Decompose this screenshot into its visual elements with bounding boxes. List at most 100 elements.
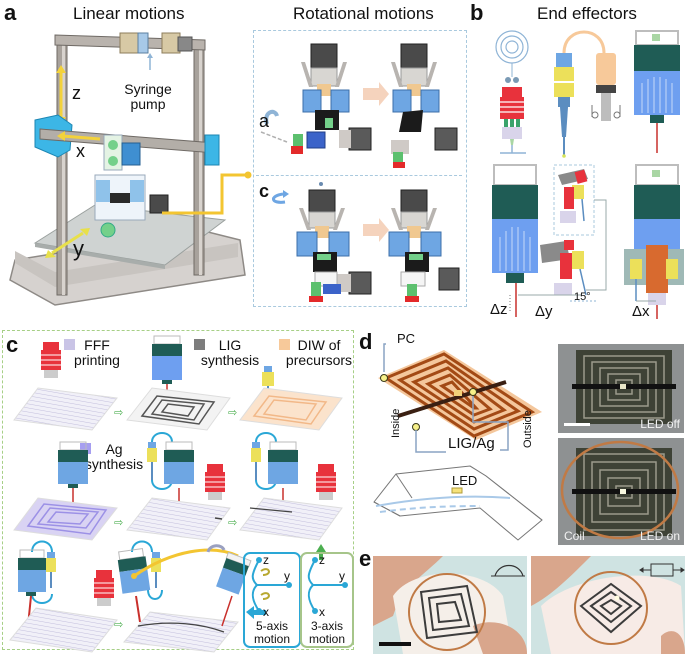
rotational-c-illustration (272, 182, 460, 302)
legend-fff: FFF printing (74, 338, 120, 367)
legend-ag-line2: synthesis (84, 455, 144, 472)
three-axis-z-label: z (319, 553, 325, 567)
syringe-pump-line1: Syringe (124, 81, 172, 97)
print-bed (33, 204, 227, 266)
contact-point (469, 388, 477, 396)
syringe-pump-line2: pump (130, 95, 166, 112)
legend-diw-line1: DIW of (297, 337, 341, 353)
bent-arc-icon (494, 564, 524, 577)
rotation-c-arrow-icon (272, 192, 286, 204)
outside-label: Outside (522, 410, 534, 448)
flow-arrow-icon: ⇨ (114, 618, 123, 631)
delta-z-label: Δz (490, 301, 508, 318)
step-ag (13, 441, 118, 541)
pc-label: PC (397, 331, 416, 346)
rotational-divider (256, 175, 462, 176)
legend-swatch-lig (194, 339, 205, 350)
rotation-label-c: c (259, 181, 270, 201)
three-axis-motion-box (300, 552, 354, 648)
rotational-a-illustration (260, 43, 458, 168)
rotation-label-a: a (259, 111, 270, 131)
legend-ag: Ag synthesis (84, 442, 144, 471)
photo-caption-led-on: LED on (639, 529, 680, 543)
flow-arrow-icon: ⇨ (228, 516, 237, 529)
legend-diw: DIW of precursors (284, 338, 354, 367)
arrow-left-icon (246, 606, 266, 619)
syringe-pump-label: Syringe pump (118, 82, 178, 111)
laser-diw-combo-icon (624, 164, 684, 319)
end-effectors-title: End effectors (537, 4, 637, 23)
axis-label-z: z (72, 83, 81, 103)
rotation-indicator-icon (260, 568, 270, 576)
panel-c-box (2, 330, 354, 650)
panel-label-b: b (470, 0, 484, 25)
led-housing (373, 465, 543, 541)
step-switch-2 (239, 432, 343, 541)
photo-caption-coil: Coil (564, 529, 585, 543)
flow-arrow-icon: ⇨ (228, 406, 237, 419)
step-5axis-b (117, 540, 252, 653)
angle-label: 15° (574, 291, 591, 303)
five-axis-diagram (251, 559, 289, 612)
transition-arrow-icon (363, 218, 389, 242)
five-axis-line2: motion (253, 631, 291, 646)
legend-fff-line2: printing (74, 351, 120, 368)
contact-point (412, 423, 420, 431)
axis-diagrams (251, 557, 348, 614)
five-axis-y-label: y (284, 569, 290, 583)
laser-module-icon (634, 30, 680, 153)
legend-ag-line1: Ag (105, 441, 123, 457)
photo-caption-led-off: LED off (640, 417, 680, 431)
flow-arrow-icon: ⇨ (114, 406, 123, 419)
three-axis-diagram (307, 559, 345, 612)
step-lig (126, 335, 231, 431)
printer-illustration (9, 32, 252, 306)
delta-x-label: Δx (632, 303, 650, 320)
flow-arrow-icon: ⇨ (114, 516, 123, 529)
stretched-rect-icon (639, 563, 685, 577)
legend-diw-line2: precursors (285, 351, 353, 368)
rotation-a-arrow-icon (264, 109, 279, 125)
photo-led-on: Coil LED on (558, 438, 684, 545)
process-steps-illustration: ⇨ ⇨ ⇨ (9, 335, 343, 653)
coil-device-illustration (373, 343, 543, 541)
linear-motions-title: Linear motions (73, 4, 185, 23)
photo-led-off: LED off (558, 344, 684, 433)
panel-label-c: c (6, 332, 19, 357)
diw-syringe-icon (554, 30, 621, 158)
end-effectors-illustration (492, 30, 684, 319)
rotating-tool-inset (518, 164, 607, 302)
legend-swatch-fff (64, 339, 75, 350)
connector-line (162, 173, 248, 215)
led-label: LED (452, 473, 478, 488)
three-axis-caption: 3-axis motion (300, 620, 354, 645)
five-axis-line1: 5-axis (255, 619, 288, 633)
three-axis-x-label: x (319, 605, 325, 619)
panel-label-a: a (4, 0, 17, 25)
lig-ag-label: LIG/Ag (448, 435, 495, 452)
rotational-motions-box (253, 30, 467, 307)
three-axis-y-label: y (339, 569, 345, 583)
legend-fff-line1: FFF (84, 337, 110, 353)
legend-lig: LIG synthesis (200, 338, 260, 367)
step-switch-1 (126, 432, 231, 541)
axis-label-x: x (76, 141, 85, 161)
panel-label-e: e (359, 546, 372, 571)
panel-label-d: d (359, 329, 373, 354)
five-axis-caption: 5-axis motion (243, 620, 301, 645)
three-axis-line2: motion (308, 631, 346, 646)
step-fff (13, 342, 118, 431)
photo-bent (373, 556, 527, 654)
rotation-indicator-icon (260, 592, 270, 600)
delta-y-label: Δy (535, 303, 553, 320)
inside-label: Inside (390, 408, 402, 438)
axis-label-y: y (73, 236, 84, 261)
step-diw (239, 366, 343, 431)
fff-extruder-icon (495, 30, 529, 154)
step-5axis-a (9, 540, 118, 653)
coil-ring (560, 440, 680, 540)
photo-stretched (531, 556, 685, 654)
five-axis-z-label: z (263, 553, 269, 567)
legend-swatch-diw (279, 339, 290, 350)
led-icon (451, 487, 463, 494)
